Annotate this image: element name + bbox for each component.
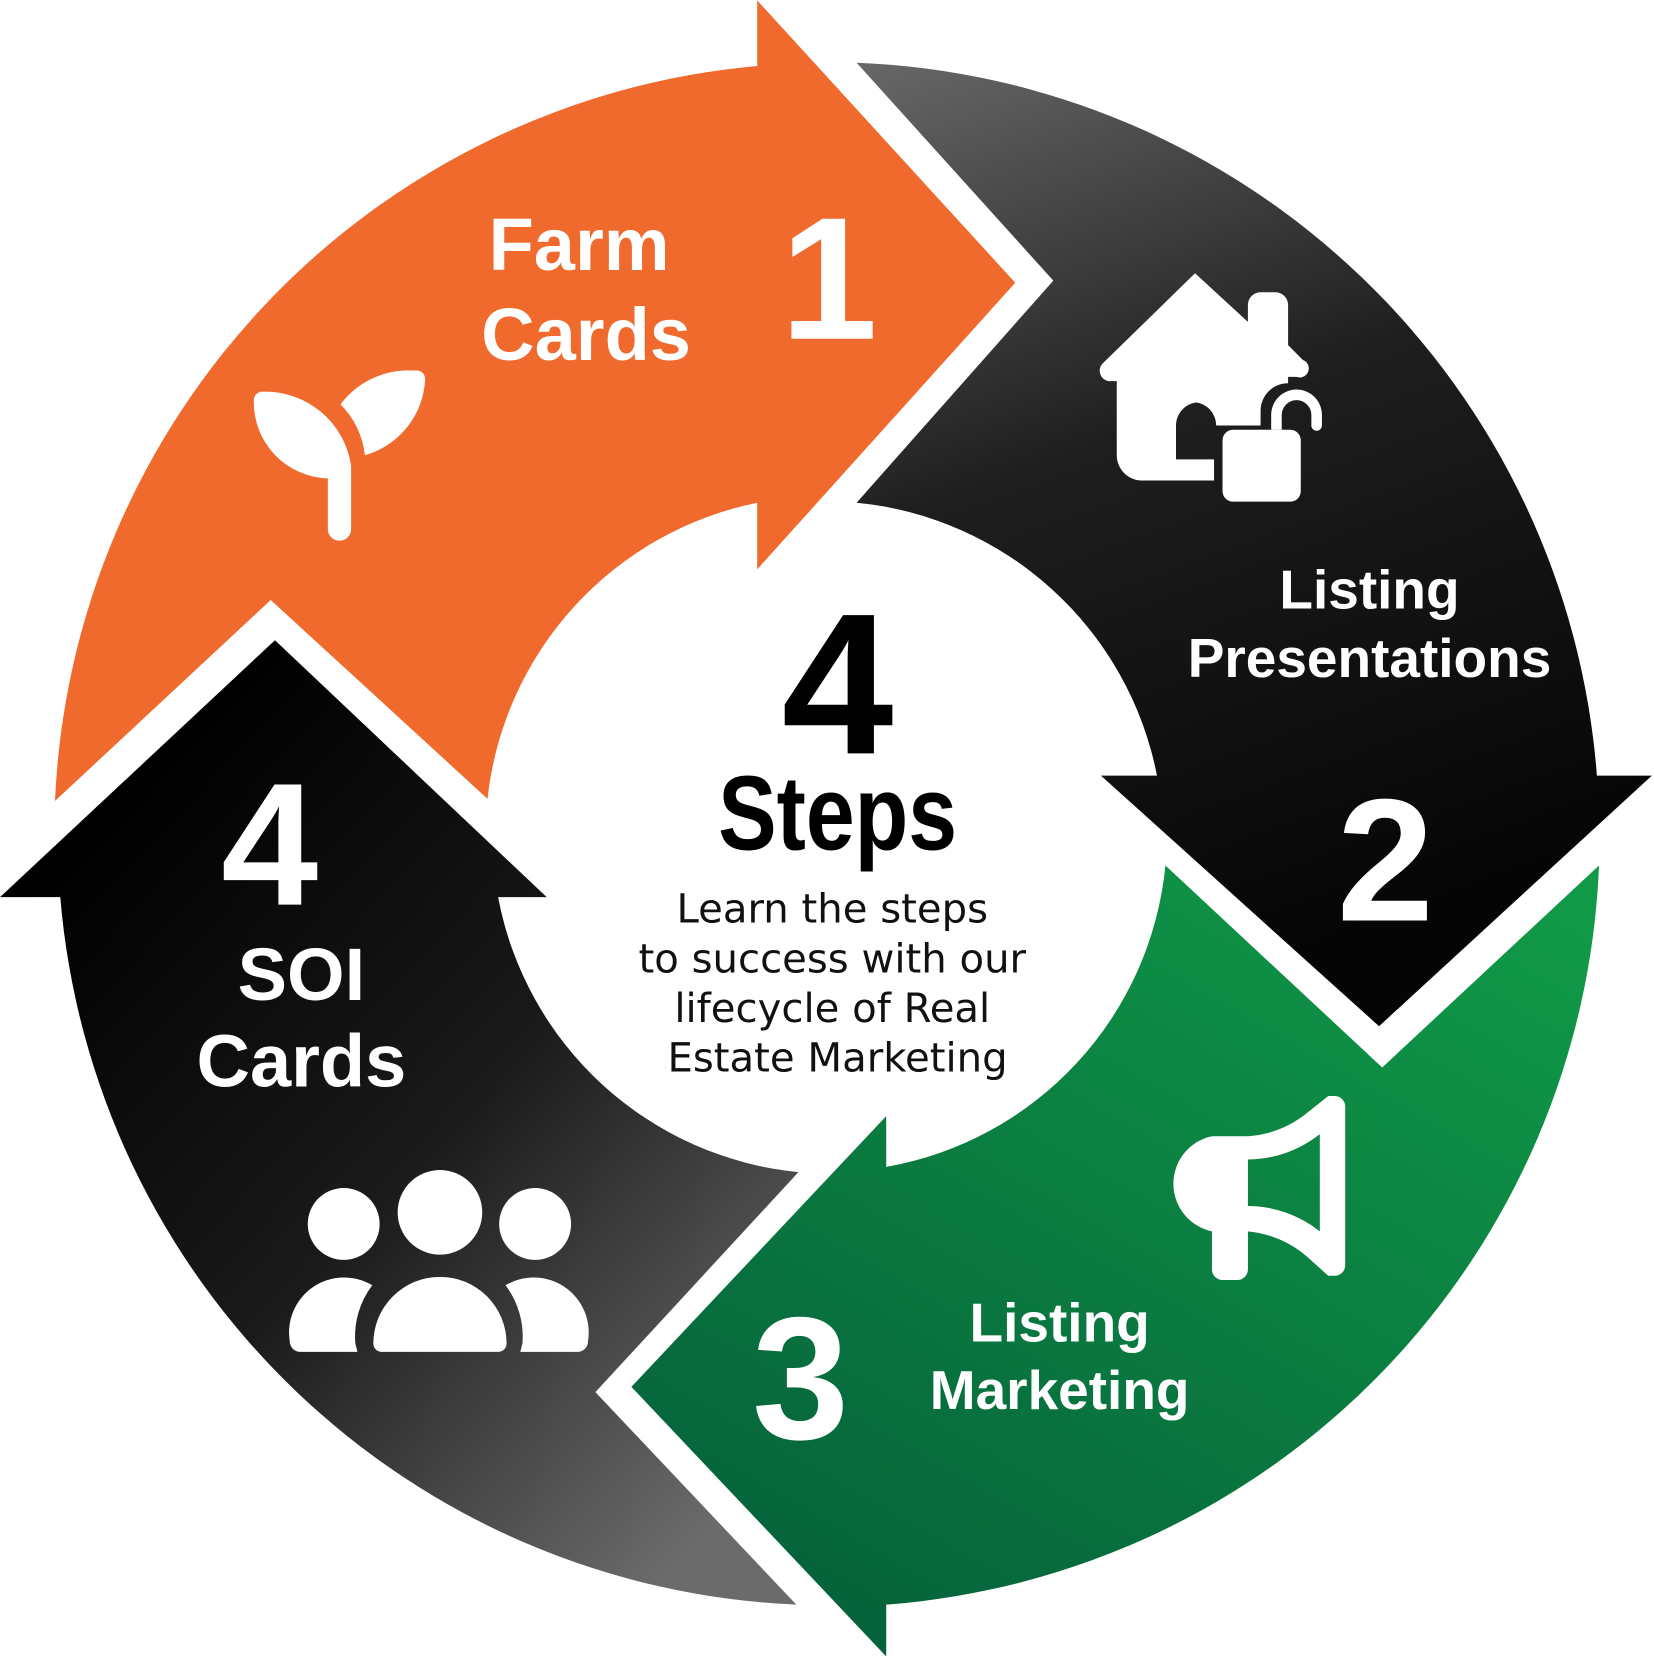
people-group-icon [289, 1170, 589, 1352]
segment-farm-cards: 1 Farm Cards [54, 0, 1016, 801]
center-title: Steps [718, 755, 957, 873]
step-title-line-1: Farm [489, 203, 670, 286]
center-description-line: Estate Marketing [668, 1036, 1008, 1082]
step-number-2: 2 [1337, 762, 1434, 957]
orange-arrow-shape [54, 0, 1016, 801]
black-arrow-shape [0, 640, 799, 1605]
center-summary: 4 Steps Learn the steps to success with … [639, 571, 1027, 1081]
green-arrow-shape [631, 865, 1600, 1657]
step-title-line-2: Marketing [930, 1359, 1190, 1421]
step-title-line-1: Listing [1279, 558, 1459, 620]
step-title-line-1: SOI [238, 933, 366, 1016]
step-title-line-2: Cards [481, 293, 691, 376]
step-title-line-2: Presentations [1188, 627, 1552, 689]
segment-listing-marketing: Listing Marketing 3 [631, 865, 1600, 1657]
segment-listing-presentations: Listing Presentations 2 [856, 62, 1652, 1027]
step-title-line-2: Cards [197, 1019, 407, 1102]
house-unlocked-icon [1099, 273, 1322, 502]
segment-soi-cards: 4 SOI Cards [0, 640, 799, 1605]
step-number-3: 3 [752, 1281, 849, 1476]
step-title-line-1: Listing [970, 1291, 1150, 1353]
step-number-4: 4 [221, 747, 318, 942]
center-number: 4 [782, 571, 894, 796]
sprout-icon [253, 370, 426, 541]
megaphone-icon [1173, 1096, 1346, 1281]
center-description-line: to success with our [639, 936, 1027, 982]
dark-arrow-shape [856, 62, 1652, 1027]
center-description-line: lifecycle of Real [674, 986, 990, 1032]
step-number-1: 1 [780, 181, 877, 376]
center-description-line: Learn the steps [676, 887, 988, 933]
